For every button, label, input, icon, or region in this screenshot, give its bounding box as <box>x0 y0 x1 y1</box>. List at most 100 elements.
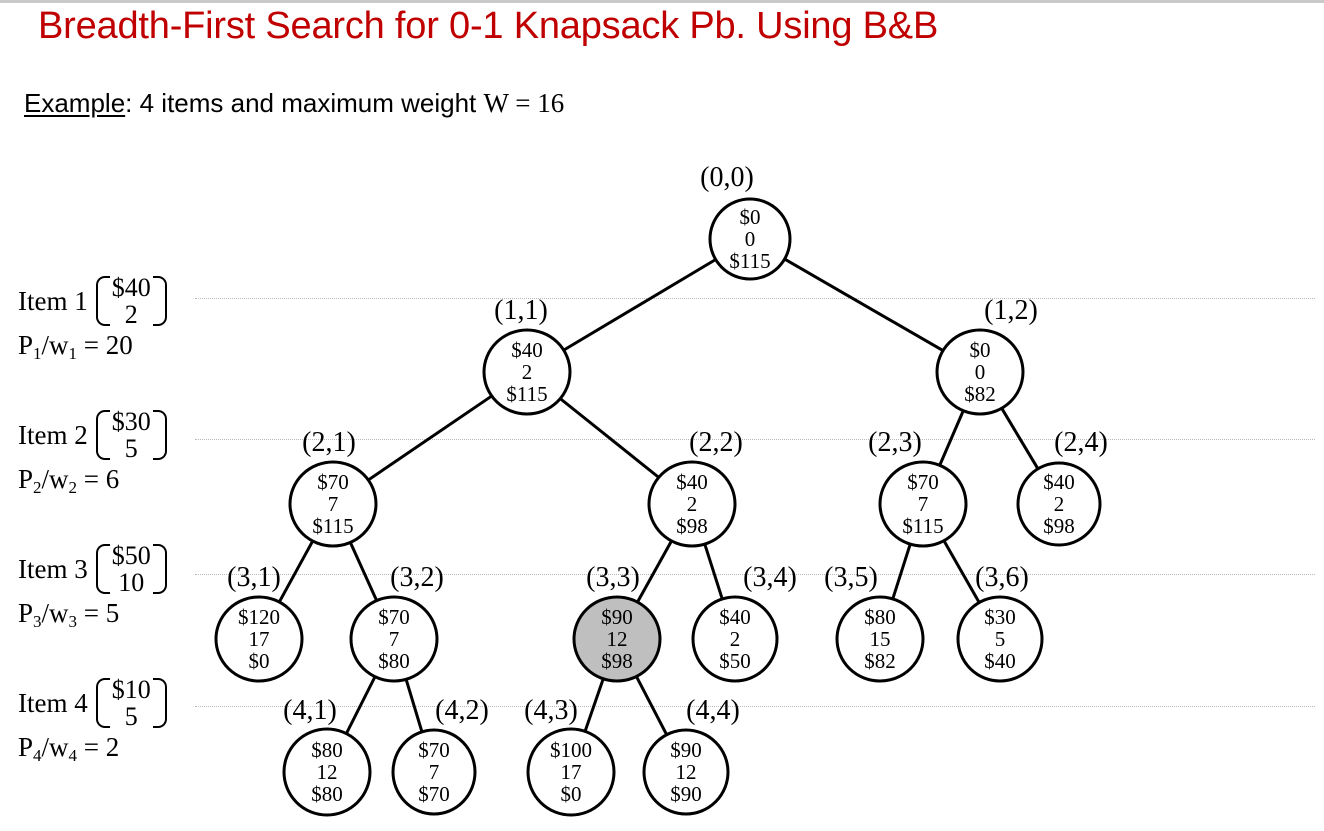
tree-node-22[interactable]: (2,2)$402$98 <box>647 427 743 548</box>
item-4-row: Item 4 $10 5 <box>18 670 233 736</box>
tree-node-24[interactable]: (2,4)$402$98 <box>1016 427 1108 547</box>
node-circle[interactable] <box>282 727 372 817</box>
tree-edge-n22-n33 <box>635 539 674 604</box>
node-circle[interactable] <box>647 460 737 548</box>
node-circle[interactable] <box>691 595 779 683</box>
node-profit-value: $70 <box>378 605 410 629</box>
item-3-row: Item 3 $50 10 <box>18 536 233 602</box>
item-2-ratio: P2/w2 = 6 <box>18 464 120 497</box>
subtitle-line: Example: 4 items and maximum weight W = … <box>24 88 564 119</box>
item-1-ratio: P1/w1 = 20 <box>18 330 133 363</box>
item-3-ratio: P3/w3 = 5 <box>18 598 120 631</box>
item-2-weight: 5 <box>124 434 138 463</box>
node-weight-value: 12 <box>676 760 697 784</box>
node-weight-value: 7 <box>429 760 440 784</box>
node-weight-value: 5 <box>995 627 1006 651</box>
tree-node-12[interactable]: (1,2)$00$82 <box>935 295 1038 416</box>
node-circle[interactable] <box>526 727 616 817</box>
node-profit-value: $80 <box>864 605 896 629</box>
tree-node-21[interactable]: (2,1)$707$115 <box>288 427 378 548</box>
tree-edge-n11-n22 <box>558 396 661 480</box>
level-guide-line <box>195 574 1315 575</box>
tree-node-42[interactable]: (4,2)$707$70 <box>391 695 489 816</box>
node-weight-value: 12 <box>317 760 338 784</box>
tree-node-00[interactable]: (0,0)$00$115 <box>700 162 792 281</box>
node-tag-label: (4,3) <box>524 695 578 726</box>
node-circle[interactable] <box>572 595 662 683</box>
subtitle-rest-text: : 4 items and maximum weight <box>125 88 484 118</box>
node-circle[interactable] <box>1016 461 1102 547</box>
item-3-vector: $50 10 <box>95 540 167 596</box>
node-circle[interactable] <box>956 595 1044 683</box>
top-border-divider <box>0 0 1324 3</box>
node-circle[interactable] <box>708 197 792 281</box>
node-tag-label: (2,1) <box>302 427 356 458</box>
tree-nodes-layer: (0,0)$00$115 (1,1)$402$115 (1,2)$00$82 (2,1… <box>214 162 1108 817</box>
node-weight-value: 2 <box>687 492 698 516</box>
subtitle-example-label: Example <box>24 88 126 118</box>
item-1-label: Item 1 <box>18 285 88 316</box>
tree-edge-n12-n23 <box>937 409 966 467</box>
node-circle[interactable] <box>214 595 304 683</box>
node-bound-value: $82 <box>964 382 996 406</box>
node-bound-value: $0 <box>249 649 270 673</box>
level-guide-line <box>195 439 1315 440</box>
node-circle[interactable] <box>391 728 477 816</box>
node-bound-value: $80 <box>378 649 410 673</box>
tree-node-32[interactable]: (3,2)$707$80 <box>349 562 444 683</box>
item-3-profit: $50 <box>111 540 151 570</box>
tree-node-36[interactable]: (3,6)$305$40 <box>956 562 1044 683</box>
node-profit-value: $40 <box>719 605 751 629</box>
item-4-weight: 5 <box>124 702 138 731</box>
node-circle[interactable] <box>835 595 925 683</box>
item-legend-4: Item 4 $10 5 P4/w4 = 2 <box>18 670 233 765</box>
tree-edge-n33-n43 <box>583 677 606 733</box>
node-profit-value: $70 <box>907 470 939 494</box>
node-profit-value: $40 <box>1043 470 1075 494</box>
tree-edge-n23-n36 <box>942 538 981 605</box>
node-profit-value: $30 <box>984 605 1016 629</box>
tree-node-11[interactable]: (1,1)$402$115 <box>482 295 572 416</box>
node-weight-value: 7 <box>918 492 929 516</box>
tree-edge-n11-n21 <box>366 393 494 483</box>
node-circle[interactable] <box>878 460 968 548</box>
node-weight-value: 15 <box>870 627 891 651</box>
node-profit-value: $70 <box>317 470 349 494</box>
item-4-ratio: P4/w4 = 2 <box>18 732 120 765</box>
node-circle[interactable] <box>349 595 439 683</box>
item-2-label: Item 2 <box>18 419 88 450</box>
node-circle[interactable] <box>935 328 1025 416</box>
node-bound-value: $70 <box>418 782 450 806</box>
tree-edge-n32-n41 <box>344 674 377 736</box>
node-circle[interactable] <box>642 728 730 816</box>
node-profit-value: $100 <box>550 738 592 762</box>
node-bound-value: $90 <box>670 782 702 806</box>
node-bound-value: $82 <box>864 649 896 673</box>
node-bound-value: $50 <box>719 649 751 673</box>
tree-edge-n00-n11 <box>561 257 718 353</box>
item-1-ratio-value: 20 <box>105 330 133 360</box>
tree-node-34[interactable]: (3,4)$402$50 <box>691 562 797 683</box>
item-4-vector: $10 5 <box>95 674 167 731</box>
node-weight-value: 17 <box>561 760 582 784</box>
node-weight-value: 0 <box>745 227 756 251</box>
item-1-row: Item 1 $40 2 <box>18 268 233 334</box>
node-profit-value: $0 <box>740 205 761 229</box>
node-tag-label: (4,2) <box>435 695 489 726</box>
item-4-profit: $10 <box>111 674 151 704</box>
node-bound-value: $115 <box>729 249 770 273</box>
node-circle[interactable] <box>288 460 378 548</box>
item-3-label: Item 3 <box>18 553 88 584</box>
node-circle[interactable] <box>482 328 572 416</box>
tree-node-23[interactable]: (2,3)$707$115 <box>868 427 968 548</box>
tree-edge-n00-n12 <box>783 257 946 353</box>
node-bound-value: $115 <box>902 514 943 538</box>
